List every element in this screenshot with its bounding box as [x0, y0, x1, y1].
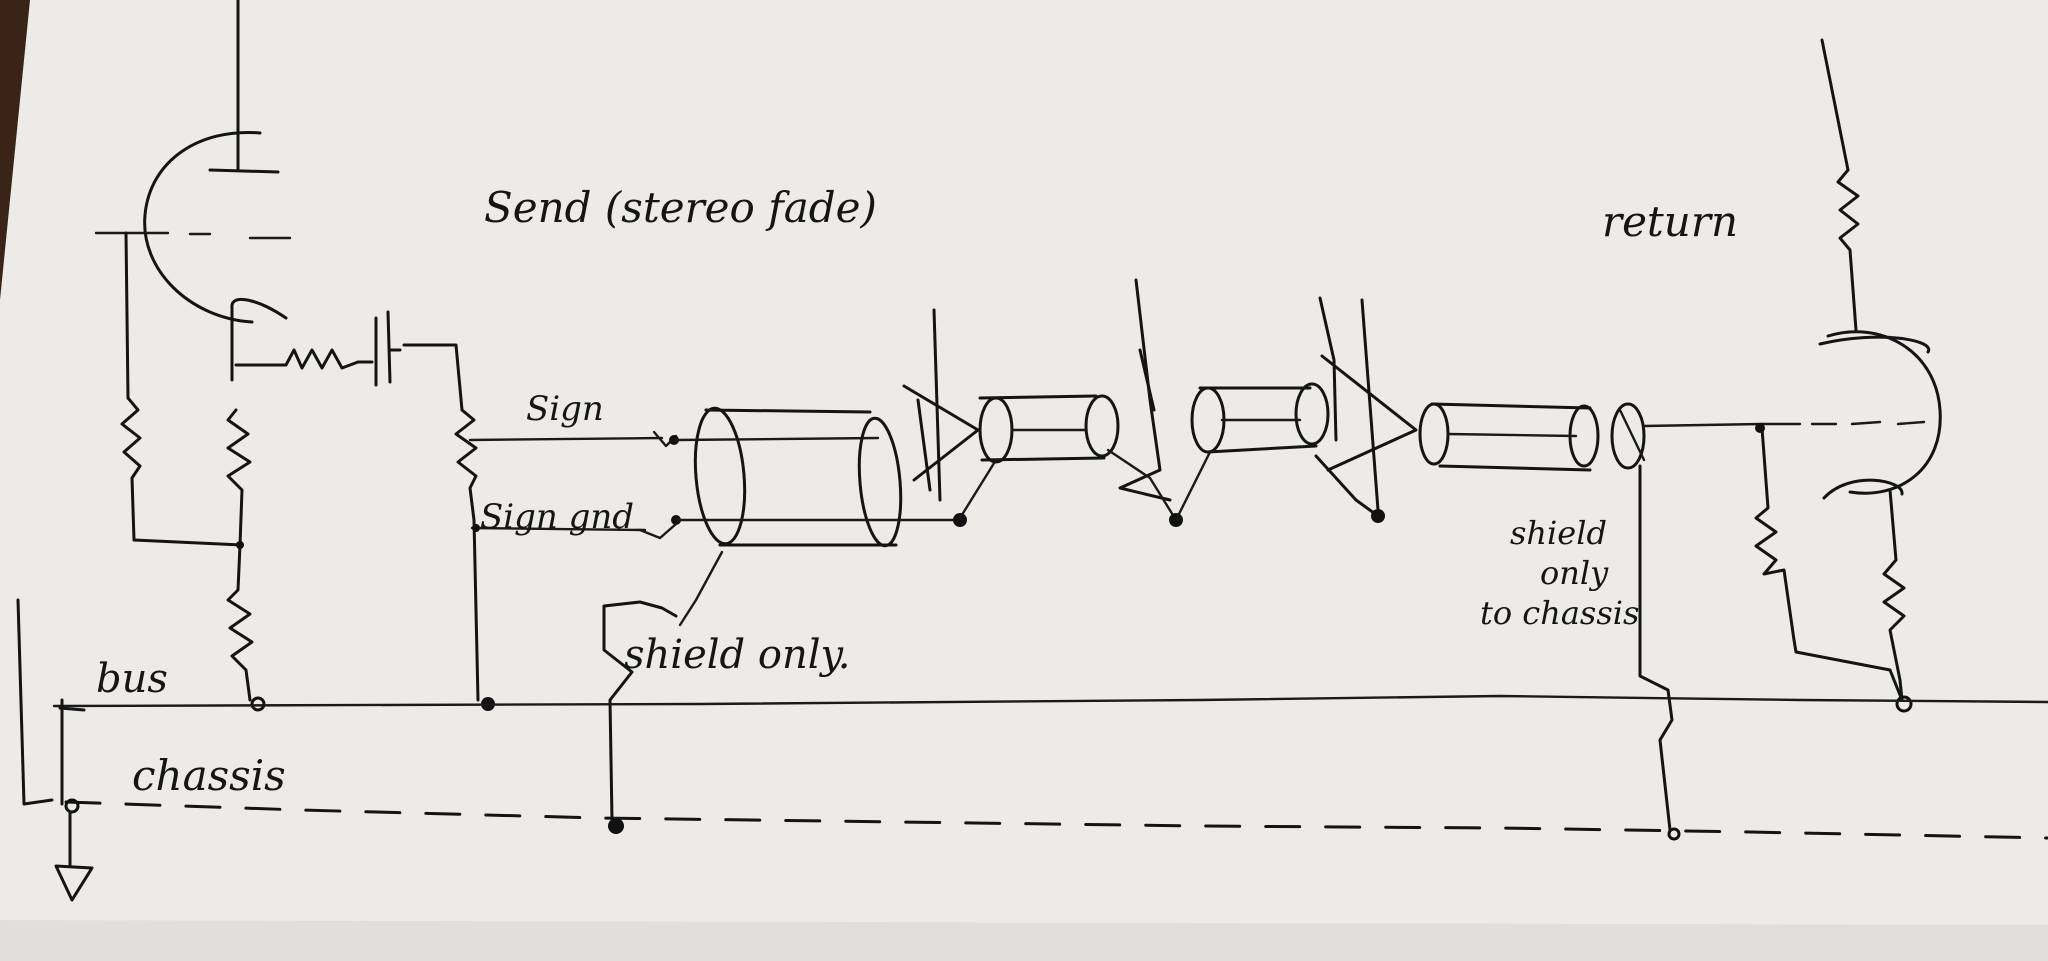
- send-tube: [94, 0, 292, 382]
- star-ground: [16, 598, 86, 814]
- coupling-network: [234, 310, 464, 412]
- cable-1: [674, 406, 967, 627]
- sign-gnd-label: Sign gnd: [480, 497, 634, 537]
- shield-chassis-label-1: shield: [1510, 514, 1607, 552]
- shield-chassis-label-2: only: [1540, 554, 1609, 592]
- sign-label: Sign: [526, 389, 604, 429]
- plate: [1818, 335, 1931, 354]
- bus-node: [1895, 695, 1913, 713]
- cathode: [230, 297, 288, 382]
- cathode-resistors: [226, 408, 266, 712]
- earth-ground-icon: [54, 810, 94, 902]
- signal-wire: [468, 436, 664, 442]
- return-label: return: [1602, 197, 1738, 246]
- tube-envelope: [1826, 330, 1942, 495]
- plate: [208, 168, 280, 174]
- grid-resistor: [1754, 426, 1904, 702]
- ground-bus: [52, 694, 2048, 708]
- ground-dot: [953, 513, 967, 527]
- chassis-line: [64, 800, 2048, 840]
- chassis-label: chassis: [132, 751, 286, 800]
- send-jack: [638, 430, 681, 540]
- return-tube: [1754, 38, 1942, 713]
- send-label: Send (stereo fade): [484, 183, 877, 232]
- shield-chassis-label-3: to chassis: [1480, 594, 1639, 632]
- buffer-chain: [902, 278, 1418, 527]
- grid: [1760, 420, 1926, 426]
- plate-resistor: [1836, 168, 1860, 332]
- bus-label: bus: [96, 656, 168, 702]
- signal-ground-wire: [470, 526, 647, 532]
- page-shadow: [0, 920, 2048, 961]
- shield-drain-return: [1638, 464, 1681, 841]
- bus-node: [250, 696, 266, 712]
- shield-only-label: shield only.: [624, 632, 851, 678]
- cathode-resistor: [1882, 488, 1906, 702]
- tube-envelope: [143, 130, 262, 324]
- cathode: [1822, 478, 1904, 500]
- grid: [94, 231, 292, 240]
- return-cable: [1418, 402, 1764, 472]
- shield-drain-send: [602, 600, 678, 834]
- grid-leak-resistor: [120, 231, 244, 547]
- node-dot: [236, 541, 244, 549]
